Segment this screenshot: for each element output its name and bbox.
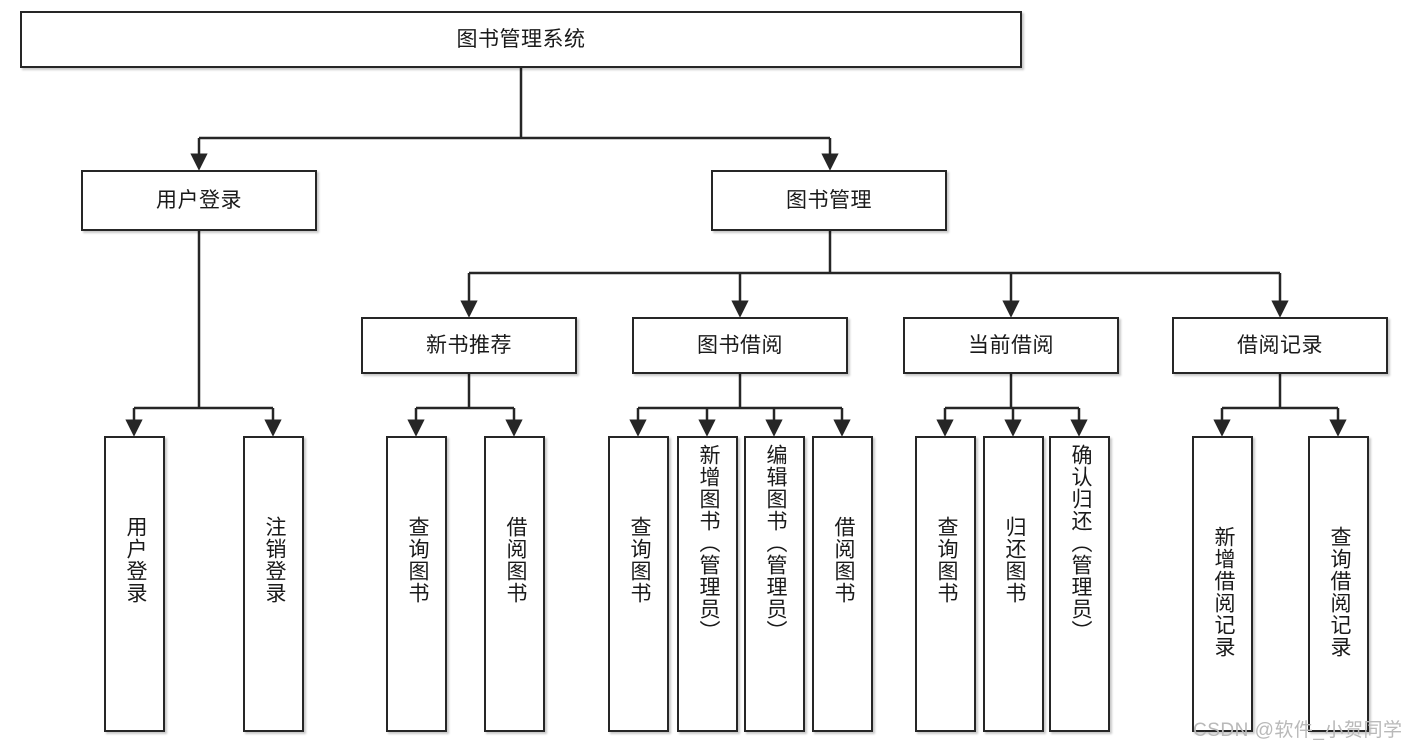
node-leaf-query-borrow-record[interactable]: 查询借阅记录 [1308, 436, 1369, 732]
node-leaf-borrow-book-2[interactable]: 借阅图书 [812, 436, 873, 732]
node-leaf-query-borrow-record-label: 查询借阅记录 [1327, 526, 1351, 658]
node-leaf-query-book-2[interactable]: 查询图书 [608, 436, 669, 732]
node-leaf-add-book-admin[interactable]: 新增图书（管理员） [677, 436, 738, 732]
csdn-watermark: CSDN @软件_小贺同学 [1193, 720, 1403, 741]
node-leaf-edit-book-admin[interactable]: 编辑图书（管理员） [744, 436, 805, 732]
node-leaf-query-book-1-label: 查询图书 [405, 516, 429, 604]
node-user-login[interactable]: 用户登录 [81, 170, 317, 231]
node-leaf-add-book-admin-label: 新增图书（管理员） [696, 444, 720, 642]
node-leaf-return-book[interactable]: 归还图书 [983, 436, 1044, 732]
node-book-borrow[interactable]: 图书借阅 [632, 317, 848, 374]
node-current-borrow-label: 当前借阅 [968, 333, 1054, 357]
node-new-book-rec[interactable]: 新书推荐 [361, 317, 577, 374]
node-new-book-rec-label: 新书推荐 [426, 333, 512, 357]
node-leaf-borrow-book-1[interactable]: 借阅图书 [484, 436, 545, 732]
node-leaf-confirm-return-admin[interactable]: 确认归还（管理员） [1049, 436, 1110, 732]
node-leaf-logout[interactable]: 注销登录 [243, 436, 304, 732]
node-current-borrow[interactable]: 当前借阅 [903, 317, 1119, 374]
node-leaf-confirm-return-admin-label: 确认归还（管理员） [1068, 444, 1092, 642]
node-leaf-query-book-2-label: 查询图书 [627, 516, 651, 604]
node-leaf-return-book-label: 归还图书 [1002, 516, 1026, 604]
node-leaf-query-book-1[interactable]: 查询图书 [386, 436, 447, 732]
node-leaf-query-book-3[interactable]: 查询图书 [915, 436, 976, 732]
node-leaf-edit-book-admin-label: 编辑图书（管理员） [763, 444, 787, 642]
node-user-login-label: 用户登录 [156, 188, 242, 212]
node-leaf-user-login-label: 用户登录 [123, 516, 147, 604]
node-leaf-logout-label: 注销登录 [262, 516, 286, 604]
node-leaf-borrow-book-2-label: 借阅图书 [831, 516, 855, 604]
node-book-manage[interactable]: 图书管理 [711, 170, 947, 231]
node-root[interactable]: 图书管理系统 [20, 11, 1022, 68]
node-root-label: 图书管理系统 [456, 27, 586, 51]
node-leaf-query-book-3-label: 查询图书 [934, 516, 958, 604]
node-borrow-record-label: 借阅记录 [1237, 333, 1323, 357]
node-leaf-add-borrow-record-label: 新增借阅记录 [1211, 526, 1235, 658]
node-leaf-user-login[interactable]: 用户登录 [104, 436, 165, 732]
node-leaf-borrow-book-1-label: 借阅图书 [503, 516, 527, 604]
node-leaf-add-borrow-record[interactable]: 新增借阅记录 [1192, 436, 1253, 732]
node-book-borrow-label: 图书借阅 [697, 333, 783, 357]
node-book-manage-label: 图书管理 [786, 188, 872, 212]
node-borrow-record[interactable]: 借阅记录 [1172, 317, 1388, 374]
